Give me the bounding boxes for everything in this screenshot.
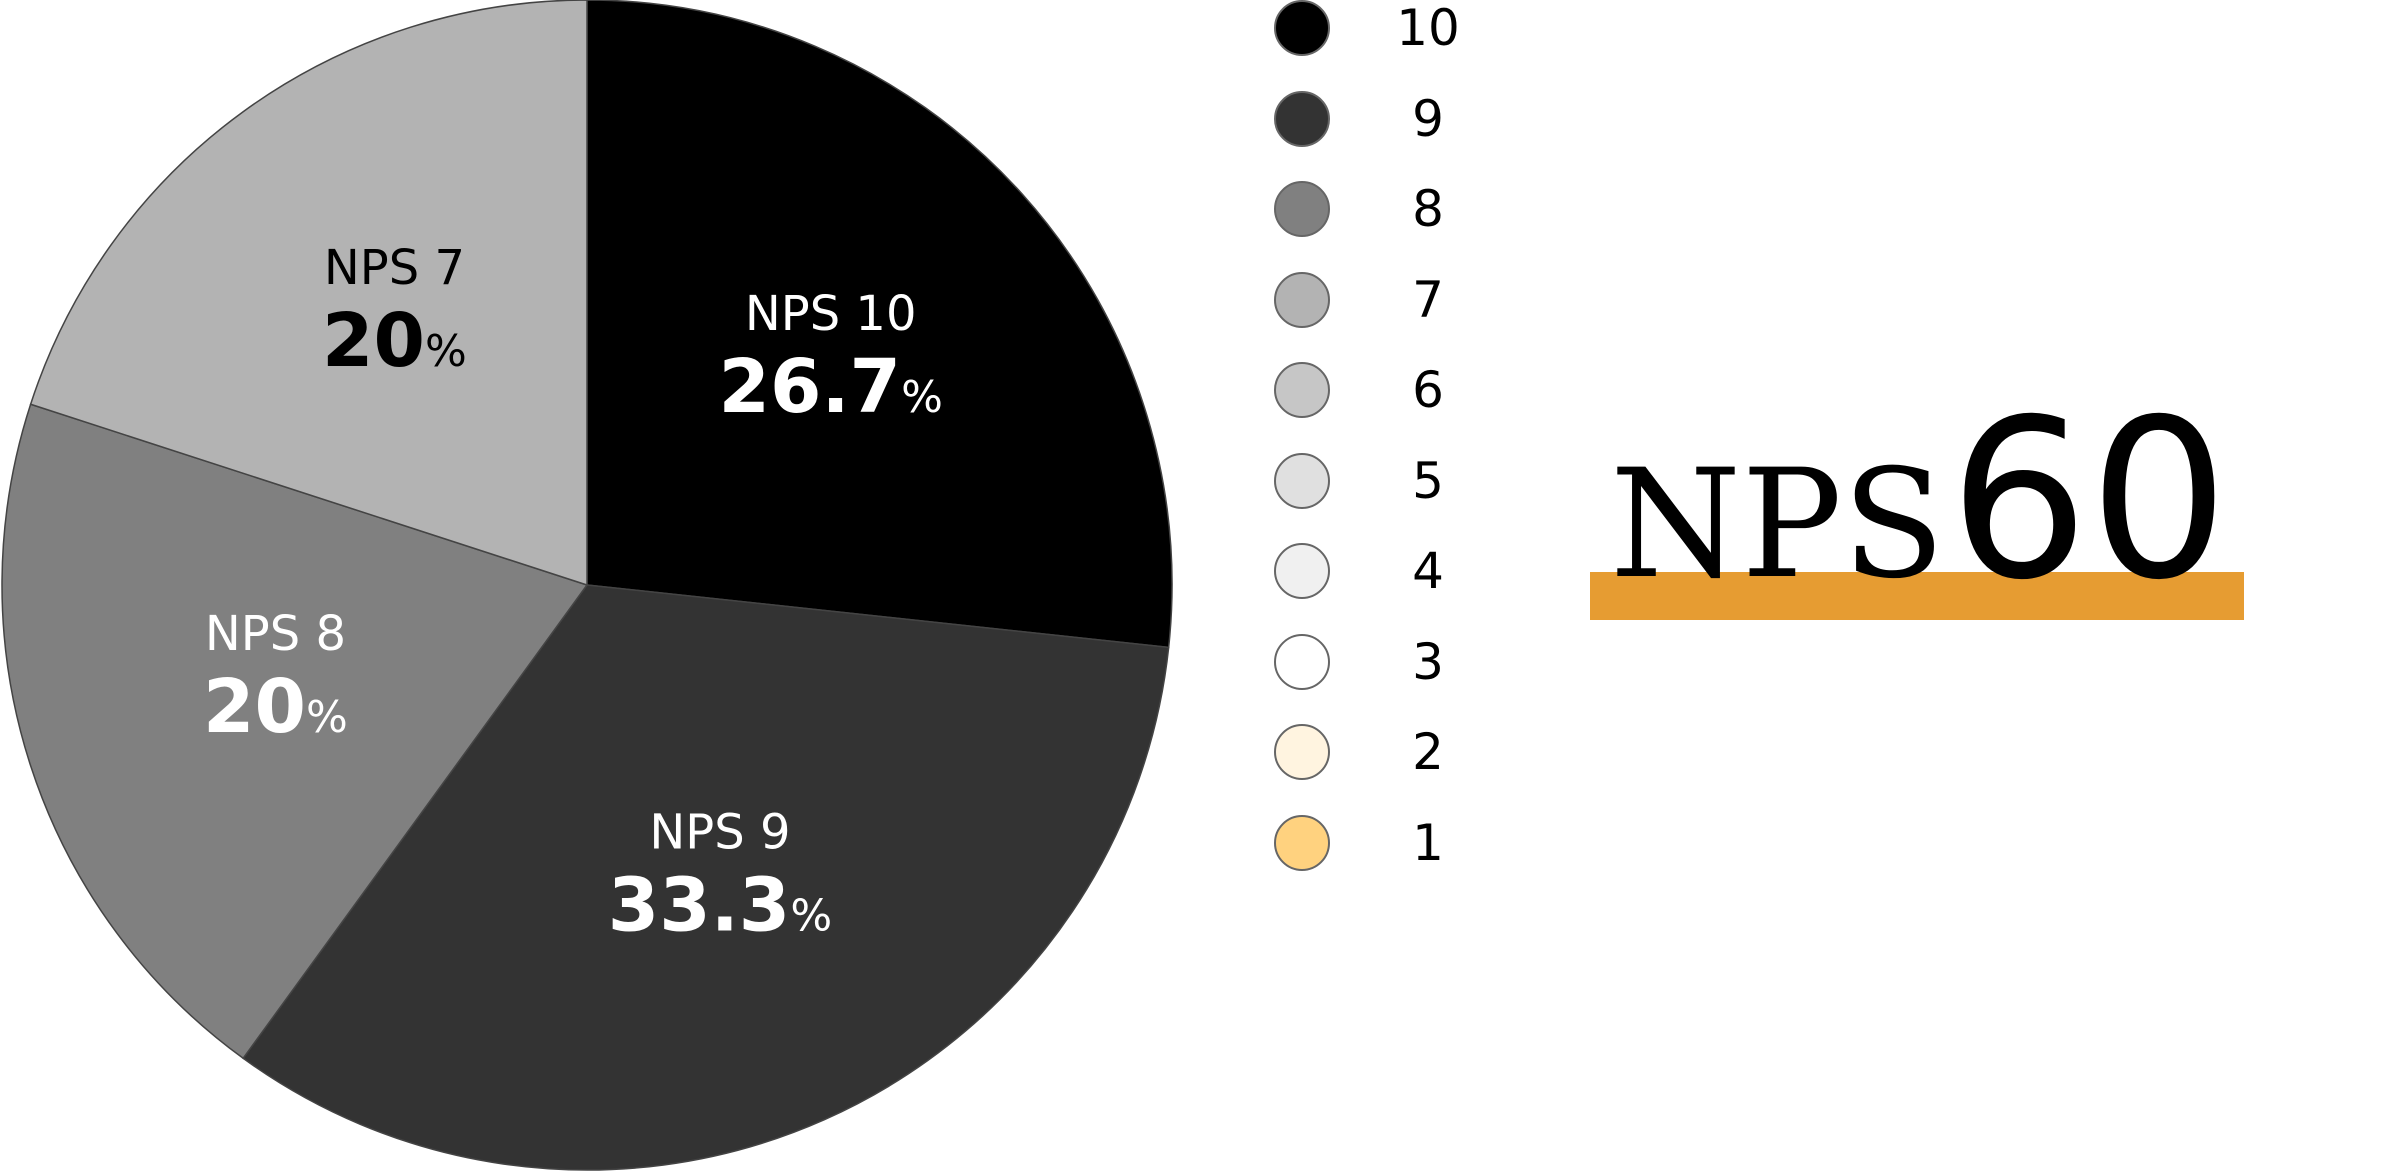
legend-item-7: 7: [1272, 270, 1512, 336]
legend-swatch: [1274, 724, 1330, 780]
legend-item-5: 5: [1272, 451, 1512, 517]
legend-swatch: [1274, 543, 1330, 599]
legend-label: 10: [1396, 0, 1460, 57]
legend-label: 7: [1412, 270, 1444, 329]
legend-label: 8: [1412, 180, 1444, 238]
legend-item-6: 6: [1272, 362, 1512, 426]
legend-item-3: 3: [1272, 632, 1512, 698]
nps-score-highlight-bar: [1590, 572, 2244, 620]
chart-legend: 10 9 8 7 6 5 4 3 2 1: [1272, 0, 1512, 880]
pie-slice-nps-8: [1, 403, 589, 1060]
slice-label-name: NPS 8: [205, 606, 346, 662]
legend-item-2: 2: [1272, 724, 1512, 788]
pie-slice-nps-9: [242, 584, 1170, 1171]
nps-score-label: NPS: [1610, 438, 1945, 612]
legend-swatch: [1274, 271, 1330, 328]
legend-label: 3: [1412, 632, 1444, 691]
legend-item-1: 1: [1272, 813, 1512, 879]
legend-label: 2: [1412, 723, 1444, 781]
legend-swatch: [1274, 181, 1330, 237]
legend-label: 9: [1412, 89, 1444, 148]
legend-item-9: 9: [1272, 89, 1512, 155]
legend-item-10: 10: [1272, 0, 1512, 64]
slice-label-name: NPS 9: [649, 804, 790, 860]
slice-label-name: NPS 7: [324, 240, 465, 296]
legend-item-4: 4: [1272, 543, 1512, 607]
legend-swatch: [1274, 90, 1330, 147]
legend-label: 5: [1412, 451, 1444, 510]
legend-label: 4: [1412, 542, 1444, 600]
legend-swatch: [1274, 0, 1330, 56]
legend-label: 6: [1412, 361, 1444, 419]
pie-slice-nps-10: [586, 0, 1173, 649]
legend-item-8: 8: [1272, 181, 1512, 245]
pie-slice-nps-7: [29, 0, 588, 587]
nps-score: NPS60: [1590, 390, 2250, 630]
legend-swatch: [1274, 633, 1330, 690]
legend-swatch: [1274, 362, 1330, 418]
legend-swatch: [1274, 814, 1330, 871]
nps-score-value: 60: [1948, 372, 2229, 628]
legend-label: 1: [1412, 813, 1444, 872]
slice-label-name: NPS 10: [745, 286, 917, 342]
legend-swatch: [1274, 452, 1330, 509]
